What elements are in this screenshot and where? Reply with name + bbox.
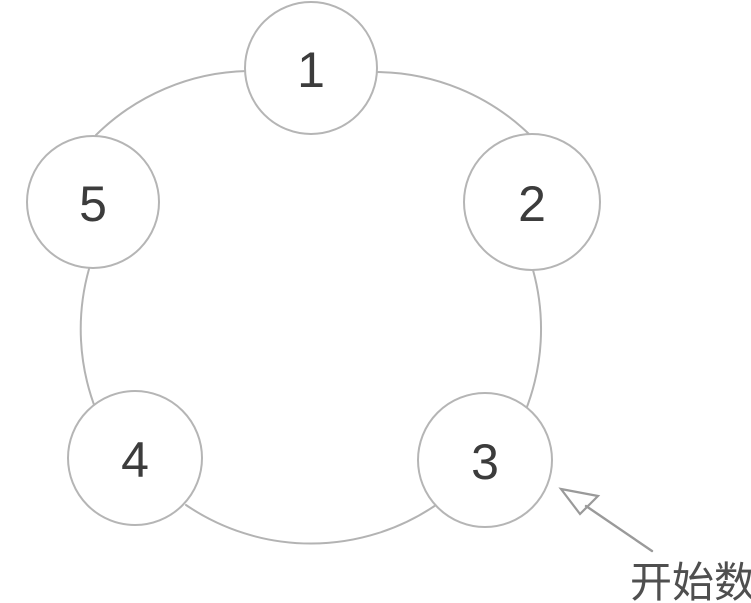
node-3-label: 3 bbox=[471, 434, 499, 490]
ring-arc-4-to-5 bbox=[79, 268, 97, 411]
ring-arcs-group bbox=[79, 70, 543, 545]
node-4[interactable]: 4 bbox=[67, 390, 203, 526]
ring-arc-3-to-4 bbox=[185, 504, 437, 545]
node-5[interactable]: 5 bbox=[26, 135, 160, 269]
node-2-circle[interactable] bbox=[463, 133, 601, 271]
arrow-shaft-line bbox=[584, 504, 654, 553]
node-1-label: 1 bbox=[297, 42, 325, 98]
start-annotation-label: 开始数 bbox=[630, 558, 751, 603]
node-3-circle[interactable] bbox=[417, 392, 553, 528]
node-5-circle[interactable] bbox=[26, 135, 160, 269]
nodes-group: 1 2 3 4 5 bbox=[26, 1, 601, 528]
node-2-label: 2 bbox=[518, 176, 546, 232]
node-5-label: 5 bbox=[79, 176, 107, 232]
node-1-circle[interactable] bbox=[244, 1, 378, 135]
node-4-label: 4 bbox=[121, 432, 149, 488]
ring-arc-5-to-1 bbox=[95, 70, 248, 136]
arrow-head-outline-icon bbox=[558, 487, 601, 516]
node-1[interactable]: 1 bbox=[244, 1, 378, 135]
ring-arc-1-to-2 bbox=[375, 71, 531, 136]
start-annotation-arrow bbox=[558, 487, 654, 553]
ring-arc-2-to-3 bbox=[524, 269, 543, 413]
node-3[interactable]: 3 bbox=[417, 392, 553, 528]
node-4-circle[interactable] bbox=[67, 390, 203, 526]
node-2[interactable]: 2 bbox=[463, 133, 601, 271]
